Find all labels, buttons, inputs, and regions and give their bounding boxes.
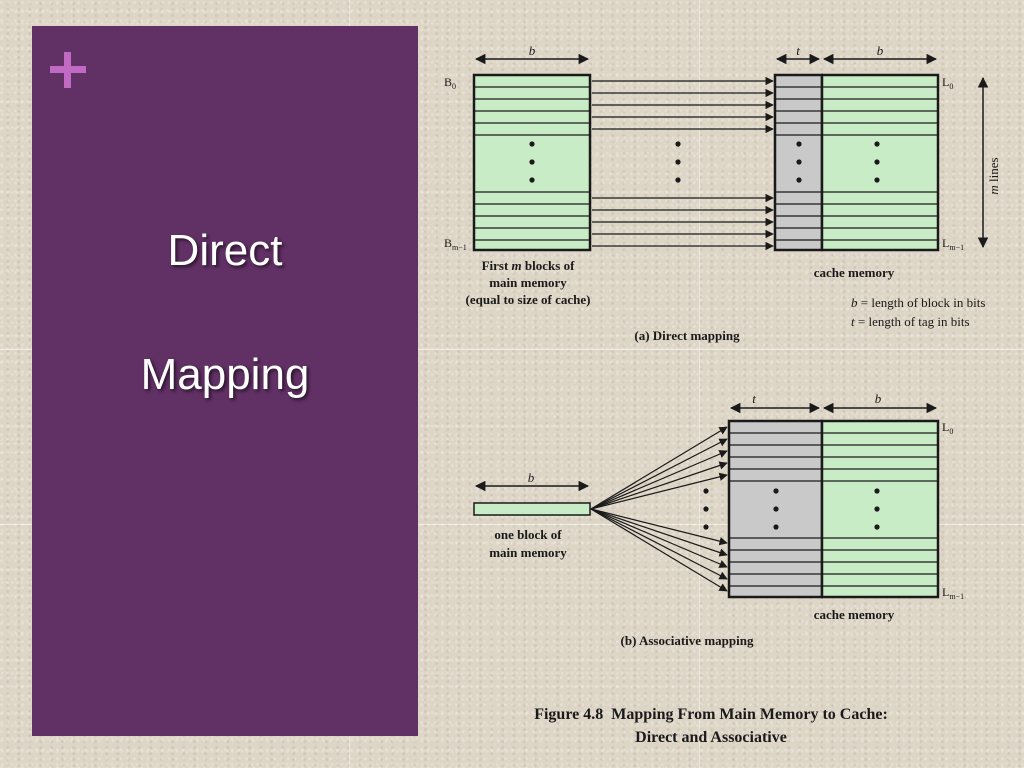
assoc-lm-label: Lm−1	[942, 585, 964, 601]
main-memory-label-line2: main memory	[489, 275, 567, 290]
direct-mapping-caption: (a) Direct mapping	[634, 328, 740, 343]
block-label-line1: one block of	[494, 527, 562, 542]
m-lines-label: m lines	[986, 157, 1001, 194]
associative-mapping-caption: (b) Associative mapping	[621, 633, 754, 648]
legend-t: t = length of tag in bits	[851, 314, 970, 329]
main-memory-blocks	[472, 73, 592, 252]
direct-cache-memory	[773, 73, 940, 252]
background-gridline	[0, 349, 1024, 350]
legend-b: b = length of block in bits	[851, 295, 985, 310]
background-gridline	[0, 524, 1024, 525]
block-b-label: b	[528, 470, 535, 485]
t-label: t	[796, 43, 800, 58]
block-label-line2: main memory	[489, 545, 567, 560]
assoc-cache-label: cache memory	[814, 607, 895, 622]
cache-b-label: b	[877, 43, 884, 58]
b-label: b	[529, 43, 536, 58]
b0-label: B0	[444, 75, 456, 91]
bm-label: Bm−1	[444, 236, 467, 252]
main-memory-label-line1: First m blocks of	[482, 258, 575, 273]
l0-label: L0	[942, 75, 953, 91]
main-memory-label-line3: (equal to size of cache)	[466, 292, 591, 307]
figure-caption-line1: Figure 4.8 Mapping From Main Memory to C…	[534, 706, 888, 723]
background-gridline	[699, 0, 700, 768]
slide-title-line1: Direct	[167, 226, 283, 275]
assoc-b-label: b	[875, 391, 882, 406]
direct-mapping-diagram: b t b B0 Bm−1	[444, 43, 1001, 343]
direct-mapping-arrows	[592, 76, 774, 251]
assoc-l0-label: L0	[942, 420, 953, 436]
slide-title-line2: Mapping	[140, 350, 310, 399]
assoc-t-label: t	[752, 391, 756, 406]
associative-cache-memory	[727, 419, 940, 599]
lm-label: Lm−1	[942, 236, 964, 252]
associative-mapping-diagram: t b b one block of main memory	[473, 391, 964, 648]
plus-icon	[46, 48, 90, 92]
direct-cache-label: cache memory	[814, 265, 895, 280]
associative-mapping-arrows	[590, 426, 728, 592]
figure-caption-line2: Direct and Associative	[635, 729, 787, 746]
title-panel	[32, 26, 418, 736]
single-memory-block	[473, 502, 591, 516]
